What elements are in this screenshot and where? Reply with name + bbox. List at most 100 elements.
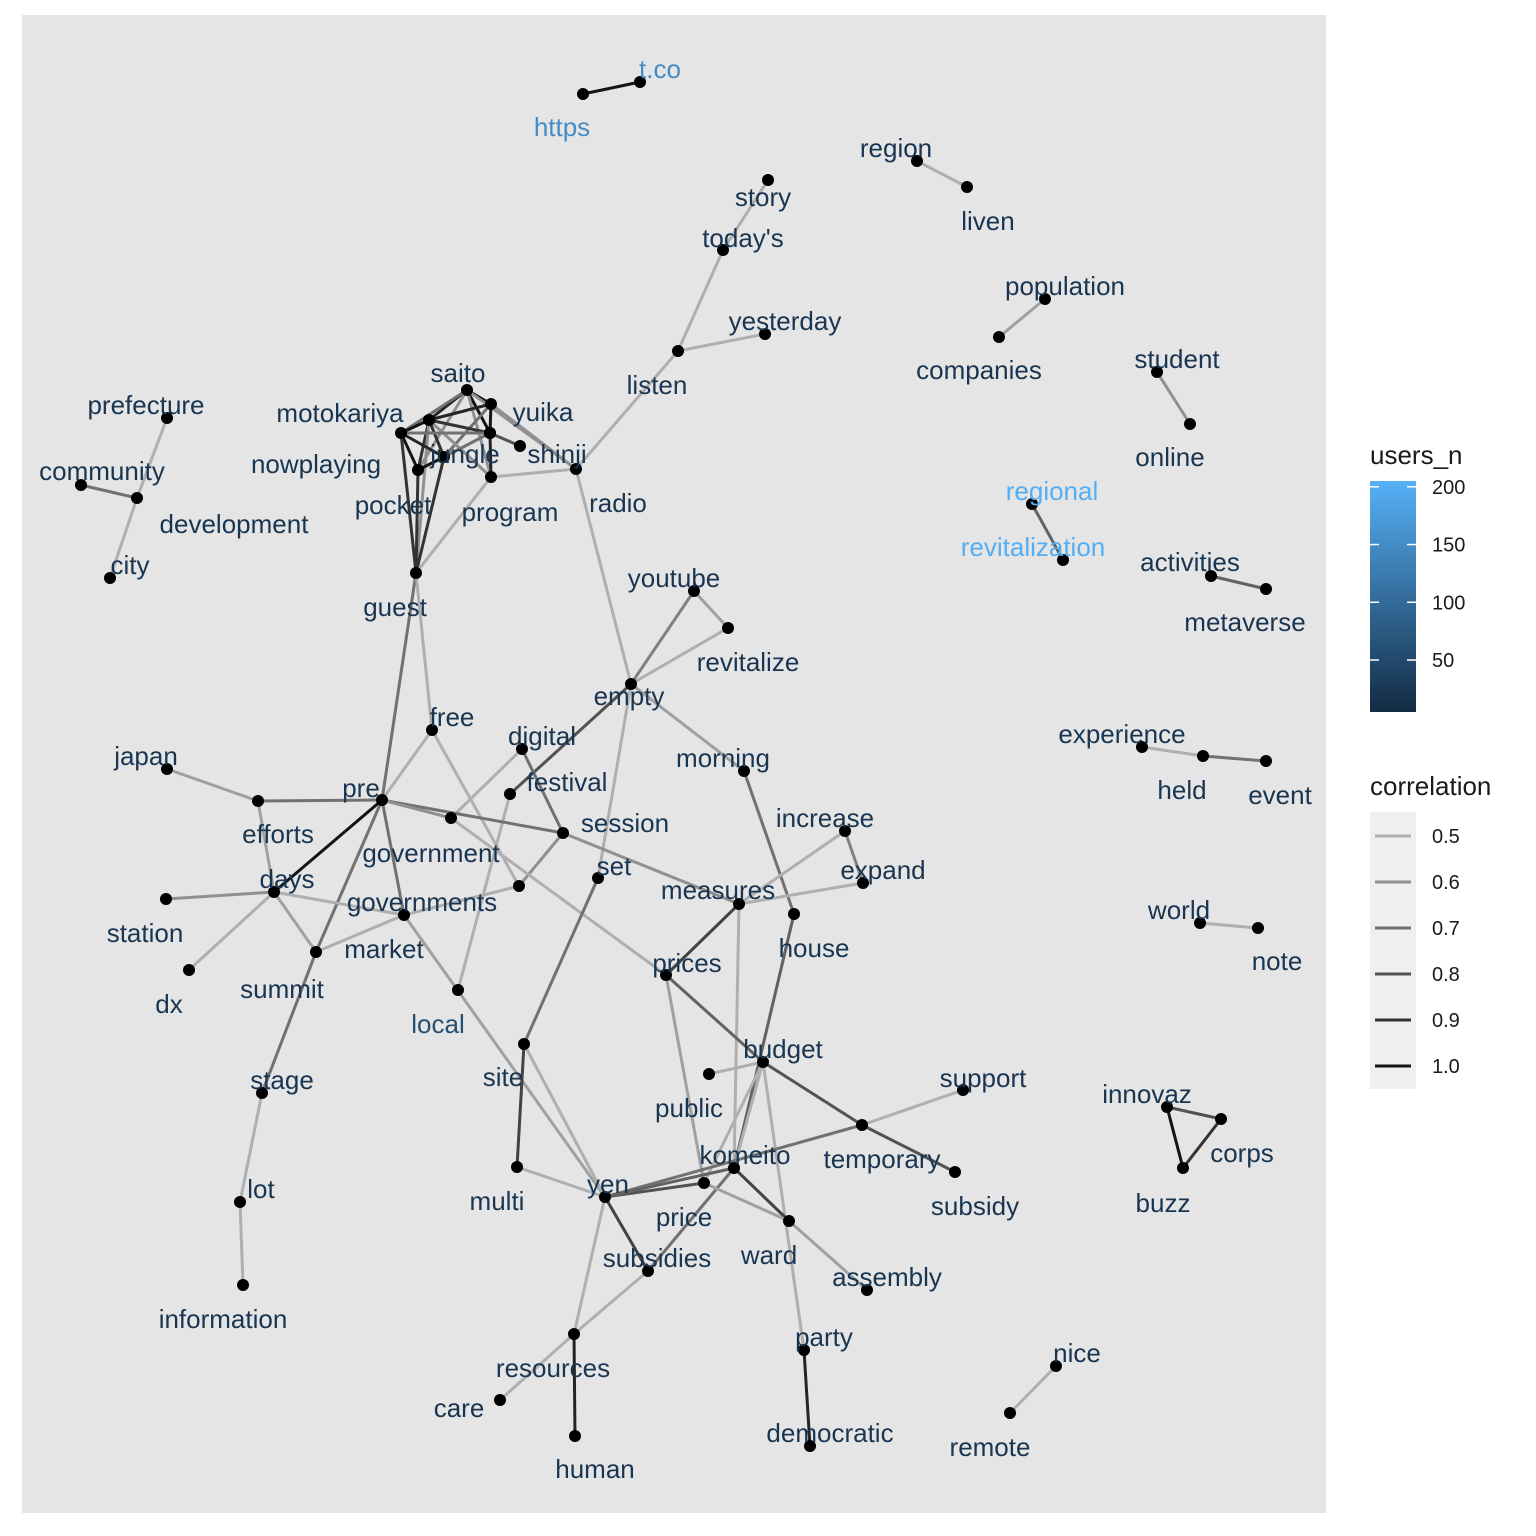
node-ward [783, 1215, 795, 1227]
legend-tick-100: 100 [1432, 592, 1465, 614]
edge-pocket-guest [414, 469, 420, 574]
node-label-program: program [462, 497, 559, 527]
node-label-online: online [1135, 442, 1204, 472]
legend-corr-label-0.8: 0.8 [1432, 964, 1460, 986]
edge-prices-budget [664, 973, 765, 1064]
node-label-assembly: assembly [832, 1262, 942, 1292]
node-label-today's: today's [702, 223, 784, 253]
edge-market-yen [402, 914, 607, 1198]
node-public [703, 1068, 715, 1080]
node-label-pre: pre [342, 773, 380, 803]
legend-users-n-title: users_n [1370, 440, 1463, 470]
edge-price-ward [703, 1181, 790, 1223]
edge-budget-party [761, 1061, 806, 1351]
node-https [577, 88, 589, 100]
node-governments [513, 880, 525, 892]
edge-ward-assembly [788, 1219, 868, 1292]
node-local [452, 984, 464, 996]
edge-listen-radio [574, 350, 680, 470]
node-label-temporary: temporary [823, 1144, 940, 1174]
node-label-morning: morning [676, 743, 770, 773]
edge-digital-government [449, 747, 524, 820]
node-development [131, 492, 143, 504]
node-shinji [484, 427, 496, 439]
node-label-guest: guest [363, 592, 427, 622]
edge-free-pre [380, 729, 434, 801]
node-label-prefecture: prefecture [87, 390, 204, 420]
edge-yen-subsidies [603, 1196, 650, 1272]
node-temporary [856, 1119, 868, 1131]
legend-corr-label-0.5: 0.5 [1432, 826, 1460, 848]
edge-budget-komeito [732, 1061, 765, 1169]
edge-pre-session [381, 798, 564, 835]
node-efforts [252, 795, 264, 807]
edge-komeito-ward [732, 1166, 791, 1223]
node-label-democratic: democratic [766, 1418, 893, 1448]
node-expand [857, 877, 869, 889]
edge-saito-jungle [465, 389, 492, 434]
node-label-local: local [411, 1009, 464, 1039]
edges-layer [80, 80, 1267, 1447]
node-label-held: held [1157, 775, 1206, 805]
edge-yuika-motokariya [428, 402, 492, 422]
edge-house-komeito [732, 913, 796, 1169]
edge-yuika-nowjungle [442, 403, 493, 458]
node-label-government: government [362, 838, 500, 868]
node-listen [672, 345, 684, 357]
edge-pre-market [380, 799, 406, 916]
node-label-activities: activities [1140, 547, 1240, 577]
node-experience [1136, 741, 1148, 753]
node-motokariya [423, 414, 435, 426]
legend-corr-label-0.6: 0.6 [1432, 872, 1460, 894]
node-label-story: story [735, 182, 791, 212]
node-resources [568, 1328, 580, 1340]
node-subsidies [642, 1265, 654, 1277]
edge-pre-days [273, 798, 383, 894]
edge-saito-nowplaying [400, 388, 468, 435]
edge-days-summit [272, 891, 318, 953]
edge-motokariya-nowjungle [427, 419, 446, 458]
node-revitalize [722, 622, 734, 634]
node-station [160, 893, 172, 905]
edge-resources-human [572, 1333, 577, 1437]
node-program [485, 471, 497, 483]
node-label-measures: measures [661, 875, 775, 905]
node-label-yen: yen [587, 1169, 629, 1199]
edge-nice-remote [1008, 1364, 1058, 1415]
node-morning [738, 765, 750, 777]
node-label-metaverse: metaverse [1184, 607, 1305, 637]
node-innovaz [1161, 1101, 1173, 1113]
edge-session-governments [517, 832, 565, 887]
node-city [104, 572, 116, 584]
node-revitalization [1057, 554, 1069, 566]
node-label-motokariya: motokariya [276, 398, 404, 428]
node-label-https: https [534, 112, 590, 142]
edge-prefecture-development [135, 417, 169, 499]
node-label-subsidy: subsidy [931, 1191, 1019, 1221]
node-democratic [804, 1440, 816, 1452]
node-label-innovaz: innovaz [1102, 1079, 1192, 1109]
node-label-corps: corps [1210, 1138, 1274, 1168]
edge-digital-session [520, 748, 565, 834]
node-human [569, 1430, 581, 1442]
edge-market-summit [315, 913, 405, 954]
edge-session-measures [562, 831, 740, 906]
edge-governments-market [403, 884, 520, 917]
edge-yuika-radio [490, 402, 577, 471]
edge-jungle-nowjungle [443, 431, 491, 459]
edge-measures-prices [664, 902, 741, 977]
node-label-dx: dx [155, 989, 182, 1019]
legend-corr-label-0.7: 0.7 [1432, 918, 1460, 940]
legend-tick-150: 150 [1432, 535, 1465, 557]
edge-today's-listen [676, 249, 725, 352]
edge-story-today's [721, 179, 770, 251]
edge-nowplaying-pocket [399, 432, 420, 471]
node-label-remote: remote [950, 1432, 1031, 1462]
node-youtube [688, 585, 700, 597]
node-guest [410, 567, 422, 579]
node-label-companies: companies [916, 355, 1042, 385]
node-label-city: city [111, 550, 150, 580]
edge-empty-festival [508, 682, 633, 796]
node-yen [599, 1191, 611, 1203]
nodes-layer [75, 76, 1272, 1452]
